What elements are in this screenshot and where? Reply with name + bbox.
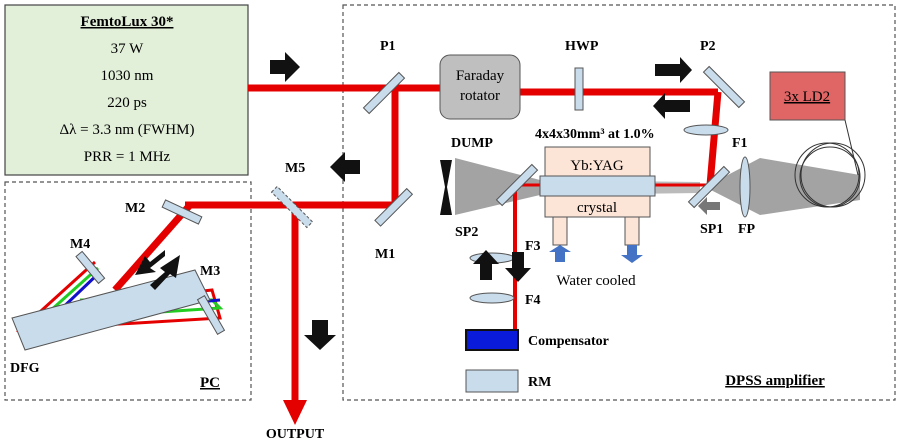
source-power: 37 W: [111, 41, 144, 57]
ld2-box: [769, 71, 846, 121]
output-arrowhead: [283, 400, 307, 425]
pc-box: [4, 181, 252, 401]
source-wavelength: 1030 nm: [101, 68, 154, 84]
arrow-left-amp: [653, 93, 690, 119]
mirror-sp2: [495, 163, 539, 207]
source-bandwidth: Δλ = 3.3 nm (FWHM): [60, 122, 195, 138]
arrow-left-m5: [330, 152, 360, 182]
mirror-p2: [702, 65, 746, 109]
label-faraday-2: rotator: [460, 88, 500, 104]
mirror-m5: [270, 185, 314, 229]
label-f4: F4: [525, 293, 541, 308]
dfg-crystal: [11, 269, 211, 351]
label-yb-yag: Yb:YAG: [570, 158, 624, 174]
mirror-m3: [196, 294, 226, 336]
label-p2: P2: [700, 39, 716, 54]
arrow-up-m2: [150, 255, 180, 290]
water-out-arrow: [621, 245, 643, 263]
pump-beam-left: [455, 158, 540, 215]
arrow-down-m2: [135, 250, 165, 275]
label-dump: DUMP: [451, 136, 493, 151]
arrow-up-f3: [473, 250, 499, 280]
label-p1: P1: [380, 39, 396, 54]
water-pipe-left: [552, 216, 568, 246]
label-rm: RM: [528, 375, 551, 390]
arrow-right-input: [270, 52, 300, 82]
label-pc: PC: [200, 375, 220, 391]
beam-dump: [440, 160, 452, 215]
rear-mirror: [465, 369, 519, 393]
compensator: [465, 329, 519, 351]
label-crystal-spec: 4x4x30mm³ at 1.0%: [535, 127, 655, 142]
label-faraday-1: Faraday: [456, 68, 505, 84]
label-sp2: SP2: [455, 225, 478, 240]
label-f3: F3: [525, 239, 541, 254]
label-compensator: Compensator: [528, 334, 609, 349]
label-m3: M3: [200, 264, 220, 279]
mirror-m2: [161, 199, 203, 225]
label-water-cooled: Water cooled: [556, 273, 636, 289]
mirror-m4: [75, 250, 106, 285]
hwp-plate: [574, 67, 584, 111]
pc-beam-in: [112, 202, 193, 293]
arrow-down-output: [304, 320, 336, 350]
water-pipe-right: [624, 216, 640, 246]
lens-fp: [739, 156, 751, 218]
mirror-m1: [374, 187, 414, 227]
arrow-down-f4: [505, 252, 531, 282]
label-output: OUTPUT: [266, 427, 325, 442]
label-m5: M5: [285, 161, 305, 176]
label-m4: M4: [70, 237, 90, 252]
source-duration: 220 ps: [107, 95, 147, 111]
label-fp: FP: [738, 222, 756, 237]
label-sp1: SP1: [700, 222, 723, 237]
faraday-rotator: [439, 54, 521, 120]
arrow-right-amp: [655, 57, 692, 83]
water-in-arrow: [549, 245, 571, 262]
lens-f1: [683, 124, 729, 136]
label-ld2: 3x LD2: [784, 89, 830, 105]
label-dfg: DFG: [10, 361, 40, 376]
yb-yag-crystal: [539, 175, 656, 197]
fiber-coil: [794, 119, 866, 208]
label-crystal: crystal: [577, 200, 617, 216]
label-m1: M1: [375, 247, 395, 262]
label-dpss: DPSS amplifier: [725, 373, 825, 389]
arrow-left-sp1: [698, 197, 720, 215]
mirror-p1: [362, 71, 406, 115]
source-title: FemtoLux 30*: [81, 14, 174, 30]
source-prr: PRR = 1 MHz: [84, 149, 171, 165]
mirror-sp1: [687, 165, 731, 209]
lens-f4: [469, 292, 515, 304]
label-hwp: HWP: [565, 39, 599, 54]
label-m2: M2: [125, 201, 145, 216]
label-f1: F1: [732, 136, 748, 151]
